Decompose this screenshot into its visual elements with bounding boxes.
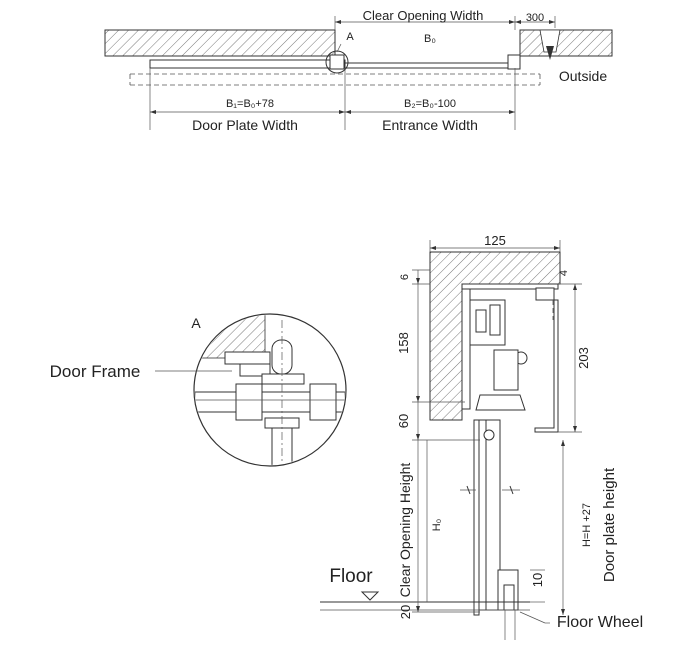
door-plate-width-label: Door Plate Width xyxy=(192,117,298,133)
labels: Clear Opening Width 300 B₀ A Outside B₁=… xyxy=(50,8,643,631)
detail-a-view xyxy=(155,313,347,467)
outside-label: Outside xyxy=(559,68,607,84)
right-wall xyxy=(519,29,613,57)
section-view xyxy=(320,240,582,640)
detail-a-label: A xyxy=(191,315,201,331)
door-stop xyxy=(539,29,561,53)
dim-20-label: 20 xyxy=(398,605,413,619)
floor-wheel-label: Floor Wheel xyxy=(557,614,643,631)
plan-view xyxy=(104,16,613,130)
door-plate xyxy=(149,59,346,69)
left-wall xyxy=(104,29,336,57)
b0-label: B₀ xyxy=(424,33,436,45)
b2-formula-label: B₂=B₀-100 xyxy=(404,98,456,110)
floor-label: Floor xyxy=(329,566,373,587)
door-frame-label: Door Frame xyxy=(50,362,141,381)
clear-opening-width-label: Clear Opening Width xyxy=(363,8,484,23)
frame-post-left xyxy=(329,54,345,70)
dim-60-label: 60 xyxy=(396,414,411,428)
dim-203-label: 203 xyxy=(576,347,591,369)
dim-300-label: 300 xyxy=(526,12,544,24)
cover-plate xyxy=(534,299,559,433)
dim-6-label: 6 xyxy=(399,274,411,280)
detail-a-circle xyxy=(325,50,349,74)
detail-ref-label: A xyxy=(346,31,354,43)
b1-formula-label: B₁=B₀+78 xyxy=(226,98,274,110)
clear-opening-height-label: Clear Opening Height xyxy=(397,463,413,598)
dim-4-label: 4 xyxy=(558,270,570,276)
frame-post-right xyxy=(507,54,521,70)
roller-assembly xyxy=(493,349,519,391)
floor-level-icon xyxy=(360,591,380,601)
dim-125-label: 125 xyxy=(484,233,506,248)
entrance-width-label: Entrance Width xyxy=(382,117,478,133)
dim-158-label: 158 xyxy=(396,332,411,354)
dim-10-label: 10 xyxy=(530,573,545,587)
stop-marker-icon xyxy=(546,46,554,60)
h0-label: H₀ xyxy=(431,519,443,532)
door-plate-height-label: Door plate height xyxy=(601,467,618,582)
h-formula-label: H=H +27 xyxy=(581,503,593,547)
